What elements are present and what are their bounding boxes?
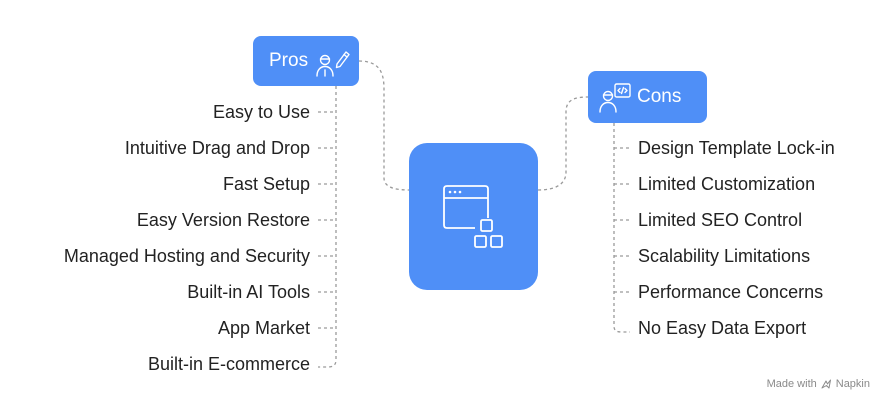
person-pencil-icon — [316, 51, 350, 77]
cons-item: Scalability Limitations — [638, 246, 811, 266]
center-node — [409, 143, 538, 290]
person-code-icon — [599, 83, 631, 113]
pros-item: Easy Version Restore — [136, 210, 310, 230]
pros-title: Pros — [269, 50, 309, 71]
pros-item: App Market — [217, 318, 310, 338]
pros-header: Pros — [253, 36, 359, 86]
browser-window-blocks-icon — [443, 185, 503, 248]
napkin-logo-icon — [821, 379, 831, 388]
napkin-brand: Napkin — [835, 378, 870, 390]
cons-item: Performance Concerns — [638, 282, 824, 302]
pros-item: Easy to Use — [212, 102, 310, 122]
napkin-credit: Made with Napkin — [767, 378, 870, 390]
pros-item: Fast Setup — [222, 174, 310, 194]
pros-item: Intuitive Drag and Drop — [124, 138, 310, 158]
cons-item: No Easy Data Export — [638, 318, 807, 338]
pros-item: Managed Hosting and Security — [63, 246, 310, 266]
cons-item: Limited SEO Control — [638, 210, 803, 230]
cons-title: Cons — [637, 86, 682, 107]
pros-item: Built-in AI Tools — [187, 282, 310, 302]
pros-item: Built-in E-commerce — [147, 354, 310, 374]
made-with-label: Made with — [766, 378, 817, 390]
cons-item: Limited Customization — [638, 174, 816, 194]
cons-header: Cons — [588, 71, 707, 123]
cons-item: Design Template Lock-in — [638, 138, 835, 158]
